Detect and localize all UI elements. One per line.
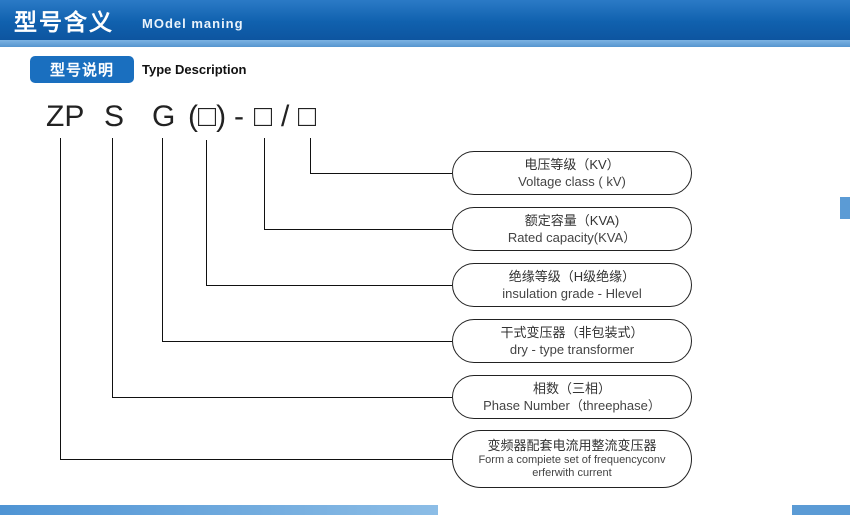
connector-line	[264, 138, 265, 229]
code-part-g: G	[152, 100, 176, 133]
connector-line	[206, 285, 452, 286]
decor-bottom-strip-right	[792, 505, 850, 515]
pill-dry-type-cn: 干式变压器（非包装式）	[500, 325, 644, 340]
pill-rectifier-transformer-cn: 变频器配套电流用整流变压器	[487, 438, 657, 453]
connector-line	[264, 229, 452, 230]
connector-line	[310, 138, 311, 173]
connector-line	[112, 138, 113, 397]
pill-rated-capacity: 额定容量（KVA) Rated capacity(KVA）	[452, 207, 692, 251]
pill-rated-capacity-cn: 额定容量（KVA)	[524, 213, 620, 228]
connector-line	[60, 138, 61, 459]
connector-line	[112, 397, 452, 398]
pill-dry-type-en: dry - type transformer	[509, 342, 635, 357]
connector-line	[162, 138, 163, 341]
pill-rectifier-transformer-en2: erferwith current	[532, 467, 612, 479]
pill-rectifier-transformer: 变频器配套电流用整流变压器 Form a compiete set of fre…	[452, 430, 692, 488]
pill-phase-number: 相数（三相） Phase Number（threephase）	[452, 375, 692, 419]
page-title: 型号含义	[14, 9, 114, 35]
code-part-box-1: □	[254, 100, 273, 133]
pill-voltage-class-en: Voltage class ( kV)	[518, 174, 626, 189]
pill-insulation-grade-cn: 绝缘等级（H级绝缘）	[508, 269, 636, 284]
pill-insulation-grade-en: insulation grade - Hlevel	[502, 286, 642, 301]
connector-line	[162, 341, 452, 342]
pill-rated-capacity-en: Rated capacity(KVA）	[507, 230, 637, 245]
decor-right-square	[840, 197, 850, 219]
code-part-dash: -	[234, 100, 244, 133]
pill-insulation-grade: 绝缘等级（H级绝缘） insulation grade - Hlevel	[452, 263, 692, 307]
connector-line	[310, 173, 452, 174]
pill-rectifier-transformer-en1: Form a compiete set of frequencyconv	[478, 454, 666, 466]
pill-voltage-class-cn: 电压等级（KV）	[524, 157, 620, 172]
code-part-zp: ZP	[46, 100, 85, 133]
code-part-paren-box: (□)	[188, 100, 227, 133]
pill-phase-number-en: Phase Number（threephase）	[483, 398, 661, 413]
header-accent-strip	[0, 40, 850, 47]
code-part-s: S	[104, 100, 125, 133]
section-label: Type Description	[142, 62, 247, 77]
connector-line	[60, 459, 452, 460]
pill-voltage-class: 电压等级（KV） Voltage class ( kV)	[452, 151, 692, 195]
connector-line	[206, 140, 207, 285]
pill-phase-number-cn: 相数（三相）	[532, 381, 611, 396]
section-badge: 型号说明	[30, 56, 134, 83]
code-part-box-2: □	[298, 100, 317, 133]
pill-dry-type: 干式变压器（非包装式） dry - type transformer	[452, 319, 692, 363]
code-part-slash: /	[281, 100, 290, 133]
page-subtitle: MOdel maning	[142, 15, 244, 31]
header-bar: 型号含义 MOdel maning	[0, 0, 850, 40]
decor-bottom-strip-left	[0, 505, 438, 515]
